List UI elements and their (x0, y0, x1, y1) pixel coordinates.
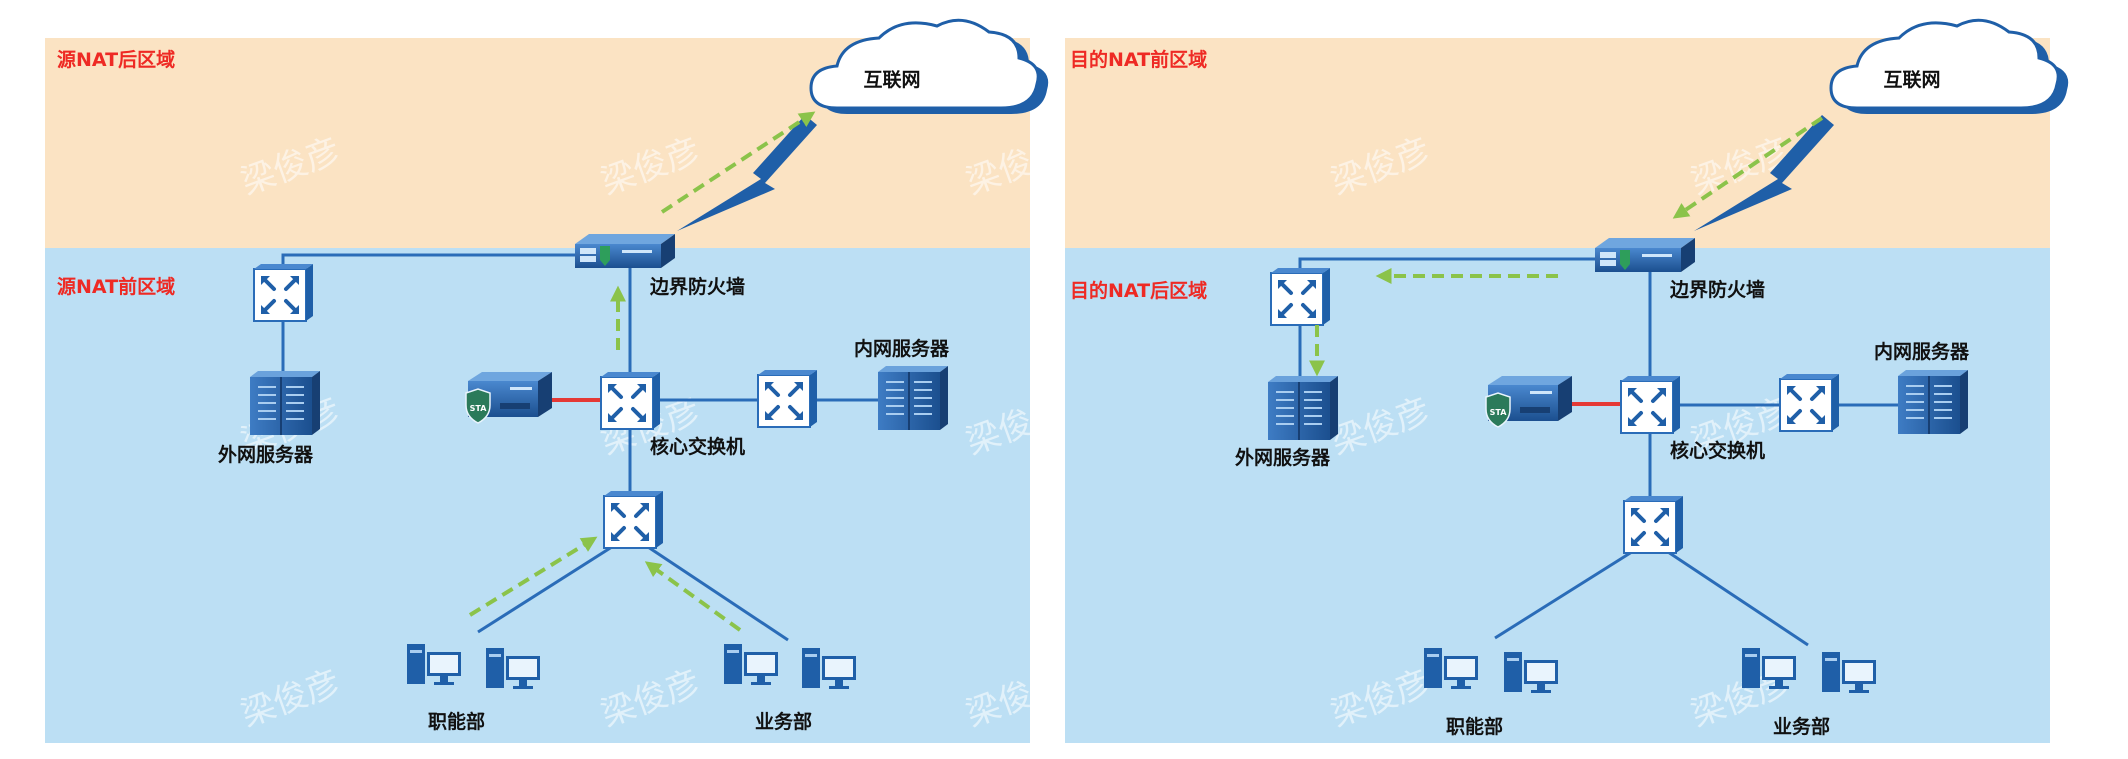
links-right (1298, 257, 1900, 647)
internet-label: 互联网 (863, 69, 920, 91)
switch-icon (756, 368, 819, 429)
internal-server-label: 内网服务器 (1874, 340, 1970, 363)
watermark-text: 梁俊彦 (2051, 390, 2128, 462)
switch-icon (252, 262, 315, 323)
server-icon (877, 365, 949, 431)
switch-icon (1269, 266, 1332, 327)
server-icon (1897, 369, 1969, 435)
cloud-icon (809, 18, 1050, 116)
watermark-text: 梁俊彦 (2051, 130, 2128, 202)
core-switch-label: 核心交换机 (650, 435, 745, 458)
external-server-label: 外网服务器 (218, 443, 314, 466)
server-icon (249, 370, 321, 436)
firewall-icon (575, 234, 675, 268)
internet-label: 互联网 (1883, 69, 1940, 91)
flow-arrows-right (1309, 116, 1824, 377)
diagram-right: 梁俊彦 梁俊彦 梁俊彦 梁俊彦 梁俊彦 梁俊彦 梁俊彦 梁俊彦 梁俊彦 互联网 (1065, 18, 2128, 743)
dept-right-label: 业务部 (755, 710, 812, 733)
flow-arrows-left (468, 111, 816, 632)
external-server-label: 外网服务器 (1235, 446, 1331, 469)
firewall-icon (1595, 238, 1695, 272)
cloud-icon (1829, 18, 2070, 116)
switch-icon (599, 370, 662, 431)
switch-icon (1619, 374, 1682, 435)
zone-top-label: 目的NAT前区域 (1070, 48, 1207, 71)
zone-top-label: 源NAT后区域 (57, 48, 175, 71)
firewall-label: 边界防火墙 (1669, 278, 1765, 301)
dept-right-label: 业务部 (1773, 715, 1830, 738)
sta-appliance-icon (1485, 375, 1573, 428)
dept-left-label: 职能部 (1446, 715, 1503, 738)
switch-icon (1778, 372, 1841, 433)
links-left (281, 253, 880, 642)
internal-server-label: 内网服务器 (854, 337, 950, 360)
watermark-text: 梁俊彦 (2051, 662, 2128, 734)
zone-bottom-label: 目的NAT后区域 (1070, 279, 1207, 302)
zone-bottom-label: 源NAT前区域 (57, 275, 175, 298)
diagram-left: 梁俊彦 梁俊彦 梁俊彦 梁俊彦 梁俊彦 梁俊彦 梁俊彦 梁俊彦 梁俊彦 互联网 (45, 18, 1070, 743)
server-icon (1267, 375, 1339, 441)
switch-icon (1622, 494, 1685, 555)
switch-icon (602, 489, 665, 550)
sta-appliance-icon (465, 371, 553, 424)
core-switch-label: 核心交换机 (1670, 439, 1765, 462)
firewall-label: 边界防火墙 (649, 275, 745, 298)
dept-left-label: 职能部 (428, 710, 485, 733)
